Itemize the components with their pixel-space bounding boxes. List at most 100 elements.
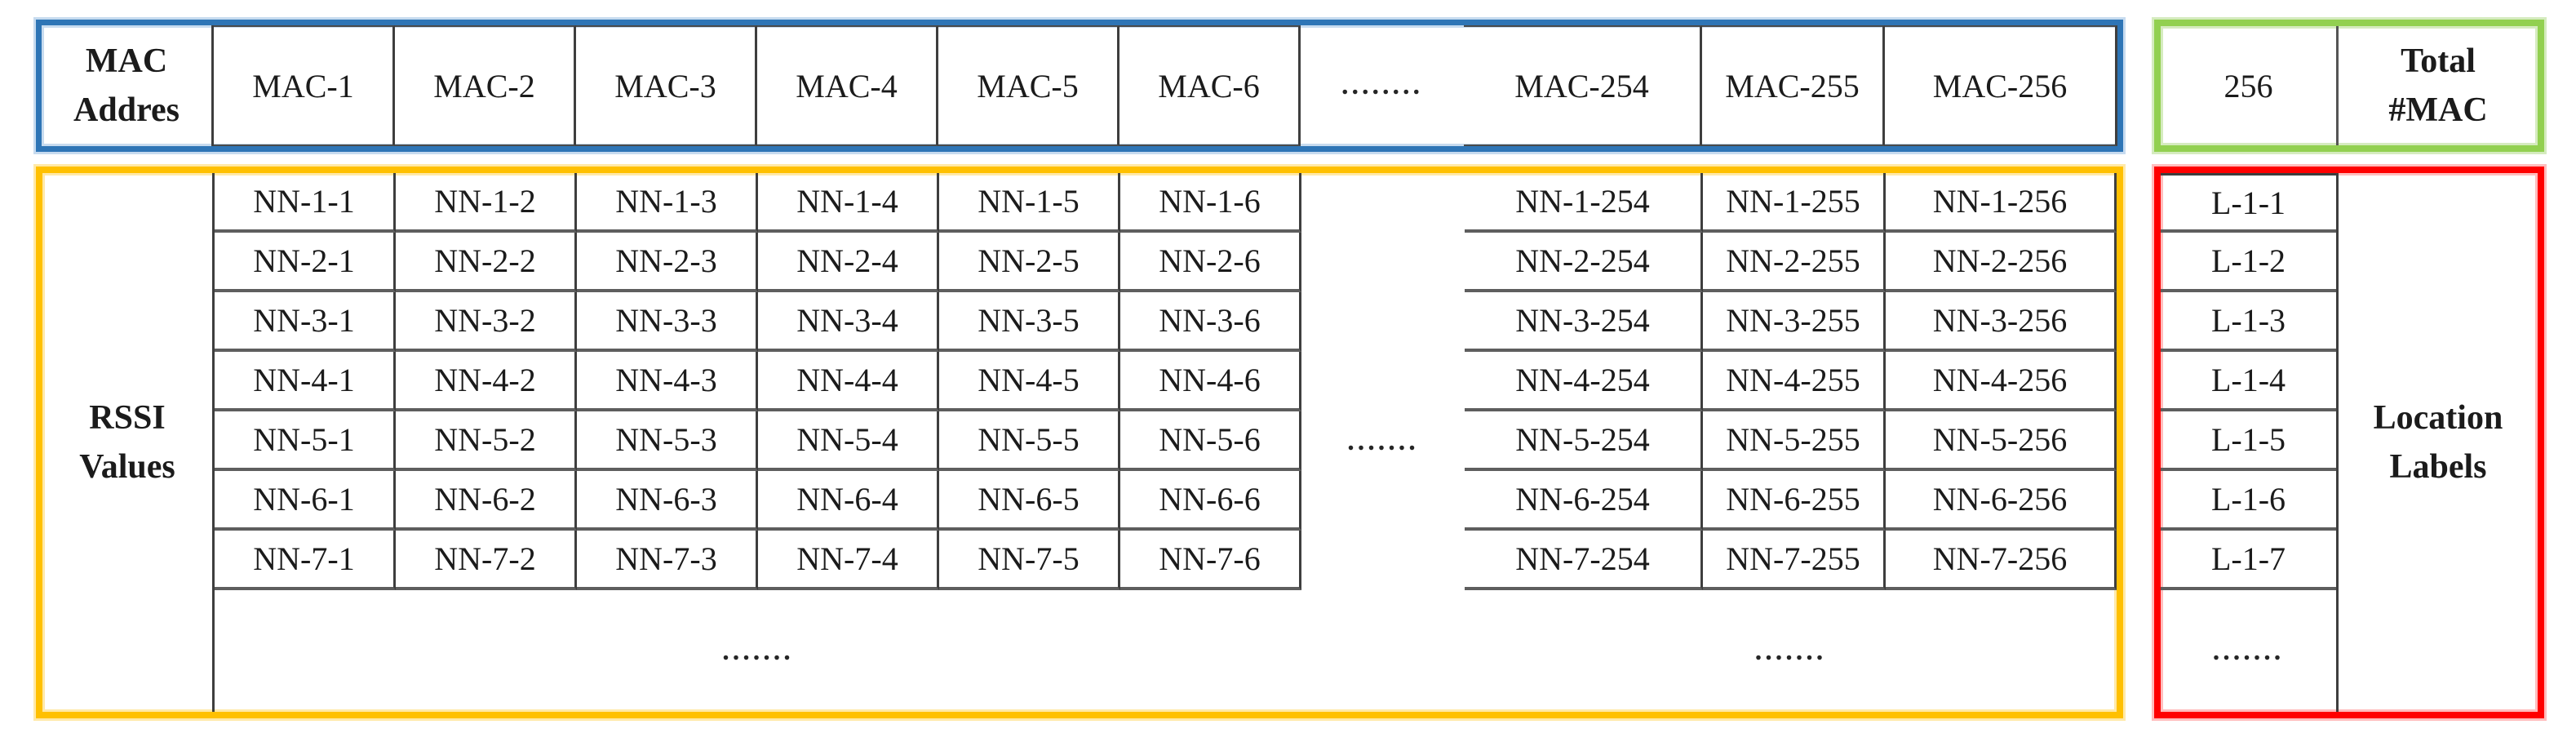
rssi-cell: NN-4-255: [1703, 352, 1886, 411]
mac-address-row-label-line2: Addres: [73, 91, 180, 129]
gap-cell: [1301, 292, 1465, 352]
gap-cell: [1301, 471, 1465, 531]
location-label-column: L-1-1 L-1-2 L-1-3 L-1-4 L-1-5 L-1-6 L-1-…: [2161, 173, 2339, 712]
rssi-cell: NN-7-254: [1465, 531, 1703, 590]
total-mac-label-line2: #MAC: [2388, 91, 2488, 129]
location-labels-caption-line2: Labels: [2389, 448, 2487, 486]
mac-address-header-box: MAC Addres MAC-1 MAC-2 MAC-3 MAC-4 MAC-5…: [36, 20, 2123, 152]
rssi-cell: NN-3-5: [939, 292, 1120, 352]
rssi-cell: NN-7-255: [1703, 531, 1886, 590]
rssi-cell: NN-1-5: [939, 173, 1120, 233]
rssi-cell: NN-2-3: [577, 233, 758, 292]
rssi-cell: NN-1-1: [215, 173, 396, 233]
gap-cell: [1301, 233, 1465, 292]
location-label-cell: L-1-6: [2161, 471, 2336, 531]
rssi-cell: NN-4-4: [758, 352, 939, 411]
rssi-values-row-label-line1: RSSI: [89, 399, 166, 437]
rssi-values-row-label-line2: Values: [79, 448, 175, 486]
rssi-cell: NN-7-4: [758, 531, 939, 590]
mac-column-header: MAC-255: [1702, 25, 1885, 146]
rssi-cell: NN-6-3: [577, 471, 758, 531]
mac-column-header: MAC-256: [1885, 25, 2117, 146]
rssi-cell: NN-5-256: [1886, 411, 2117, 471]
rssi-cell: NN-5-254: [1465, 411, 1703, 471]
mac-column-header: MAC-4: [757, 25, 938, 146]
rssi-cell: NN-7-5: [939, 531, 1120, 590]
mac-address-row-label: MAC Addres: [42, 25, 214, 146]
rssi-cell: NN-2-255: [1703, 233, 1886, 292]
rssi-cell: NN-7-1: [215, 531, 396, 590]
rssi-cell: NN-3-6: [1120, 292, 1301, 352]
rssi-cell: NN-4-1: [215, 352, 396, 411]
mac-column-header: MAC-2: [395, 25, 576, 146]
mac-column-header: MAC-254: [1464, 25, 1702, 146]
location-labels-ellipsis: .......: [2212, 635, 2285, 666]
rssi-cell: NN-2-254: [1465, 233, 1703, 292]
rssi-cell: NN-2-1: [215, 233, 396, 292]
total-mac-label-line1: Total: [2401, 42, 2476, 80]
rssi-cell: NN-1-2: [396, 173, 577, 233]
rssi-cell: NN-3-256: [1886, 292, 2117, 352]
rssi-cell: NN-3-254: [1465, 292, 1703, 352]
rssi-cell: NN-7-2: [396, 531, 577, 590]
rssi-cell: NN-2-4: [758, 233, 939, 292]
location-label-cell: L-1-3: [2161, 292, 2336, 352]
rssi-cell: NN-5-5: [939, 411, 1120, 471]
rssi-bottom-ellipsis-left: .......: [722, 635, 794, 666]
rssi-cell: NN-2-2: [396, 233, 577, 292]
rssi-cell: NN-5-4: [758, 411, 939, 471]
rssi-cell: NN-6-4: [758, 471, 939, 531]
rssi-cell: NN-7-256: [1886, 531, 2117, 590]
rssi-cell: NN-4-5: [939, 352, 1120, 411]
rssi-cell: NN-4-256: [1886, 352, 2117, 411]
location-label-cell: L-1-5: [2161, 411, 2336, 471]
rssi-cell: NN-2-6: [1120, 233, 1301, 292]
rssi-cell: NN-5-3: [577, 411, 758, 471]
rssi-cell: NN-4-3: [577, 352, 758, 411]
rssi-cell: NN-6-5: [939, 471, 1120, 531]
rssi-cell: NN-1-254: [1465, 173, 1703, 233]
location-label-cell: L-1-4: [2161, 352, 2336, 411]
rssi-cell: NN-6-254: [1465, 471, 1703, 531]
rssi-cell: NN-5-2: [396, 411, 577, 471]
rssi-cell: NN-3-255: [1703, 292, 1886, 352]
rssi-cell: NN-7-3: [577, 531, 758, 590]
rssi-cell: NN-5-255: [1703, 411, 1886, 471]
rssi-cell: NN-4-6: [1120, 352, 1301, 411]
total-mac-box: 256 Total #MAC: [2154, 20, 2544, 152]
rssi-values-box: RSSI Values NN-1-1 NN-1-2 NN-1-3 NN-1-4 …: [36, 167, 2123, 718]
mac-header-ellipsis: ........: [1341, 70, 1423, 100]
gap-cell: [1301, 590, 1465, 712]
location-labels-caption-line1: Location: [2373, 399, 2503, 437]
rssi-cell: NN-2-256: [1886, 233, 2117, 292]
mac-column-header: MAC-5: [938, 25, 1120, 146]
rssi-cell: NN-1-6: [1120, 173, 1301, 233]
rssi-cell: NN-6-1: [215, 471, 396, 531]
total-mac-label: Total #MAC: [2339, 26, 2538, 145]
rssi-cell: NN-1-3: [577, 173, 758, 233]
mac-column-header: MAC-1: [214, 25, 395, 146]
rssi-cell: NN-6-6: [1120, 471, 1301, 531]
rssi-cell: NN-2-5: [939, 233, 1120, 292]
rssi-cell: NN-3-2: [396, 292, 577, 352]
mac-column-header: MAC-3: [576, 25, 757, 146]
rssi-cell: NN-6-2: [396, 471, 577, 531]
rssi-cell: NN-3-4: [758, 292, 939, 352]
rssi-cell: NN-3-3: [577, 292, 758, 352]
rssi-cell: NN-1-256: [1886, 173, 2117, 233]
rssi-cell: NN-6-255: [1703, 471, 1886, 531]
rssi-cell: NN-1-255: [1703, 173, 1886, 233]
gap-cell: [1301, 531, 1465, 590]
rssi-cell: NN-4-2: [396, 352, 577, 411]
rssi-middle-ellipsis: .......: [1347, 425, 1419, 456]
mac-column-header: MAC-6: [1120, 25, 1301, 146]
gap-cell: [1301, 173, 1465, 233]
location-label-cell: L-1-7: [2161, 531, 2336, 590]
total-mac-value: 256: [2161, 26, 2339, 145]
rssi-cell: NN-5-1: [215, 411, 396, 471]
mac-address-row-label-line1: MAC: [85, 42, 168, 80]
rssi-cell: NN-6-256: [1886, 471, 2117, 531]
rssi-bottom-ellipsis-right: .......: [1754, 635, 1827, 666]
rssi-cell: NN-4-254: [1465, 352, 1703, 411]
